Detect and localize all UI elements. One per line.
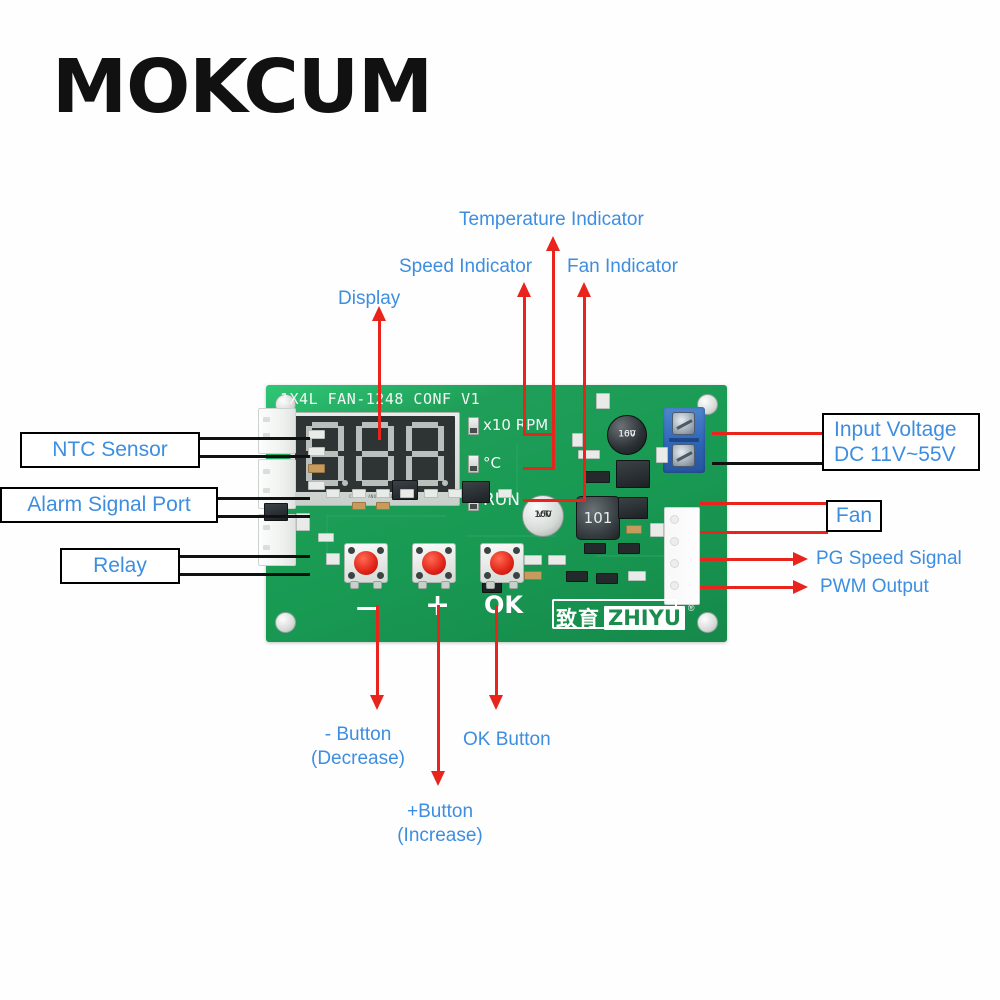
leader-fan-2 — [700, 531, 828, 534]
annotation-plus-button-line1: +Button — [406, 801, 474, 822]
terminal-screw-positive[interactable] — [672, 412, 695, 435]
ic-mcu-small — [462, 481, 490, 503]
registered-mark: ® — [687, 603, 695, 613]
power-terminal-block[interactable] — [663, 407, 705, 473]
leader-alarm-1 — [218, 497, 310, 500]
button-minus[interactable] — [344, 543, 388, 589]
button-minus-cap[interactable] — [354, 551, 378, 575]
label-input-voltage-line1: Input Voltage — [834, 417, 957, 441]
led-label-rpm: x10 RPM — [483, 416, 549, 434]
button-ok[interactable] — [480, 543, 524, 589]
leader-display — [378, 312, 381, 440]
leader-pg-speed — [700, 558, 795, 561]
connector-alarm-signal[interactable] — [258, 459, 296, 509]
connector-relay[interactable] — [258, 514, 296, 566]
leader-relay-2 — [180, 573, 310, 576]
vendor-logo: 致育 ZHIYU ® — [556, 603, 695, 633]
leader-temperature-indicator — [552, 242, 555, 470]
ic-regulator — [616, 460, 650, 488]
leader-minus-button — [376, 605, 379, 697]
power-inductor: 101 — [576, 496, 620, 540]
label-fan-text: Fan — [835, 504, 873, 528]
leader-speed-indicator-h — [523, 433, 553, 436]
label-fan: Fan — [826, 500, 882, 532]
terminal-screw-negative[interactable] — [672, 444, 695, 467]
annotation-minus-button-line1: - Button — [324, 724, 392, 745]
arrowhead-speed-indicator — [517, 282, 531, 297]
mounting-hole-bottom-right — [697, 612, 718, 633]
leader-speed-indicator — [523, 288, 526, 436]
leader-fan-indicator-h — [523, 499, 586, 502]
button-plus-cap[interactable] — [422, 551, 446, 575]
leader-temperature-indicator-h — [523, 467, 555, 470]
annotation-plus-button: +Button (Increase) — [370, 800, 510, 849]
annotation-minus-button-line2: (Decrease) — [311, 748, 405, 770]
leader-relay-1 — [180, 555, 310, 558]
button-ok-silk: OK — [484, 591, 523, 619]
annotation-ok-button: OK Button — [463, 729, 551, 750]
button-plus[interactable] — [412, 543, 456, 589]
label-input-voltage: Input Voltage DC 11V~55V — [822, 413, 980, 471]
pcb-board: 1X4L FAN-1248 CONF V1 — [258, 385, 727, 642]
leader-ntc-1 — [200, 437, 310, 440]
arrowhead-temperature-indicator — [546, 236, 560, 251]
label-ntc-sensor-text: NTC Sensor — [52, 438, 168, 462]
leader-plus-button — [437, 605, 440, 773]
label-pwm-output: PWM Output — [820, 576, 929, 597]
brand-logo: MOKCUM — [52, 44, 433, 130]
arrowhead-pg-speed — [793, 552, 808, 566]
button-ok-cap[interactable] — [490, 551, 514, 575]
leader-input-voltage-1 — [712, 432, 824, 435]
leader-alarm-2 — [218, 515, 310, 518]
ic-small-left — [264, 503, 288, 521]
arrowhead-display — [372, 306, 386, 321]
label-ntc-sensor: NTC Sensor — [20, 432, 200, 468]
label-input-voltage-line2: DC 11V~55V — [834, 443, 956, 466]
annotation-minus-button: - Button (Decrease) — [288, 723, 428, 772]
annotation-plus-button-line2: (Increase) — [397, 825, 483, 847]
vendor-name-en: ZHIYU — [604, 606, 685, 630]
led-rpm — [468, 417, 479, 435]
leader-ntc-2 — [200, 455, 310, 458]
arrowhead-minus-button — [370, 695, 384, 710]
arrowhead-pwm-output — [793, 580, 808, 594]
ic-driver — [618, 497, 648, 519]
arrowhead-plus-button — [431, 771, 445, 786]
display-footer-text: COMMON ANODE 0.36IN — [349, 494, 401, 499]
annotation-temperature-indicator: Temperature Indicator — [459, 209, 644, 230]
connector-fan-output[interactable] — [664, 507, 700, 605]
led-celsius — [468, 455, 479, 473]
arrowhead-ok-button — [489, 695, 503, 710]
annotation-fan-indicator: Fan Indicator — [567, 256, 678, 277]
annotation-display: Display — [338, 288, 401, 309]
leader-pwm-output — [700, 586, 795, 589]
leader-fan-indicator — [583, 288, 586, 502]
label-alarm-signal-port-text: Alarm Signal Port — [27, 493, 191, 517]
leader-input-voltage-2 — [712, 462, 824, 465]
arrowhead-fan-indicator — [577, 282, 591, 297]
leader-ok-button — [495, 605, 498, 697]
label-relay: Relay — [60, 548, 180, 584]
display-digit-2 — [355, 422, 398, 486]
led-label-celsius: °C — [483, 454, 501, 472]
connector-ntc-sensor[interactable] — [258, 408, 296, 454]
vendor-name-cn: 致育 — [556, 607, 600, 631]
label-alarm-signal-port: Alarm Signal Port — [0, 487, 218, 523]
annotation-speed-indicator: Speed Indicator — [399, 256, 533, 277]
leader-fan-1 — [700, 502, 828, 505]
label-relay-text: Relay — [93, 554, 147, 578]
label-pg-speed-signal: PG Speed Signal — [816, 548, 962, 569]
mounting-hole-bottom-left — [275, 612, 296, 633]
display-digit-3 — [405, 422, 448, 486]
